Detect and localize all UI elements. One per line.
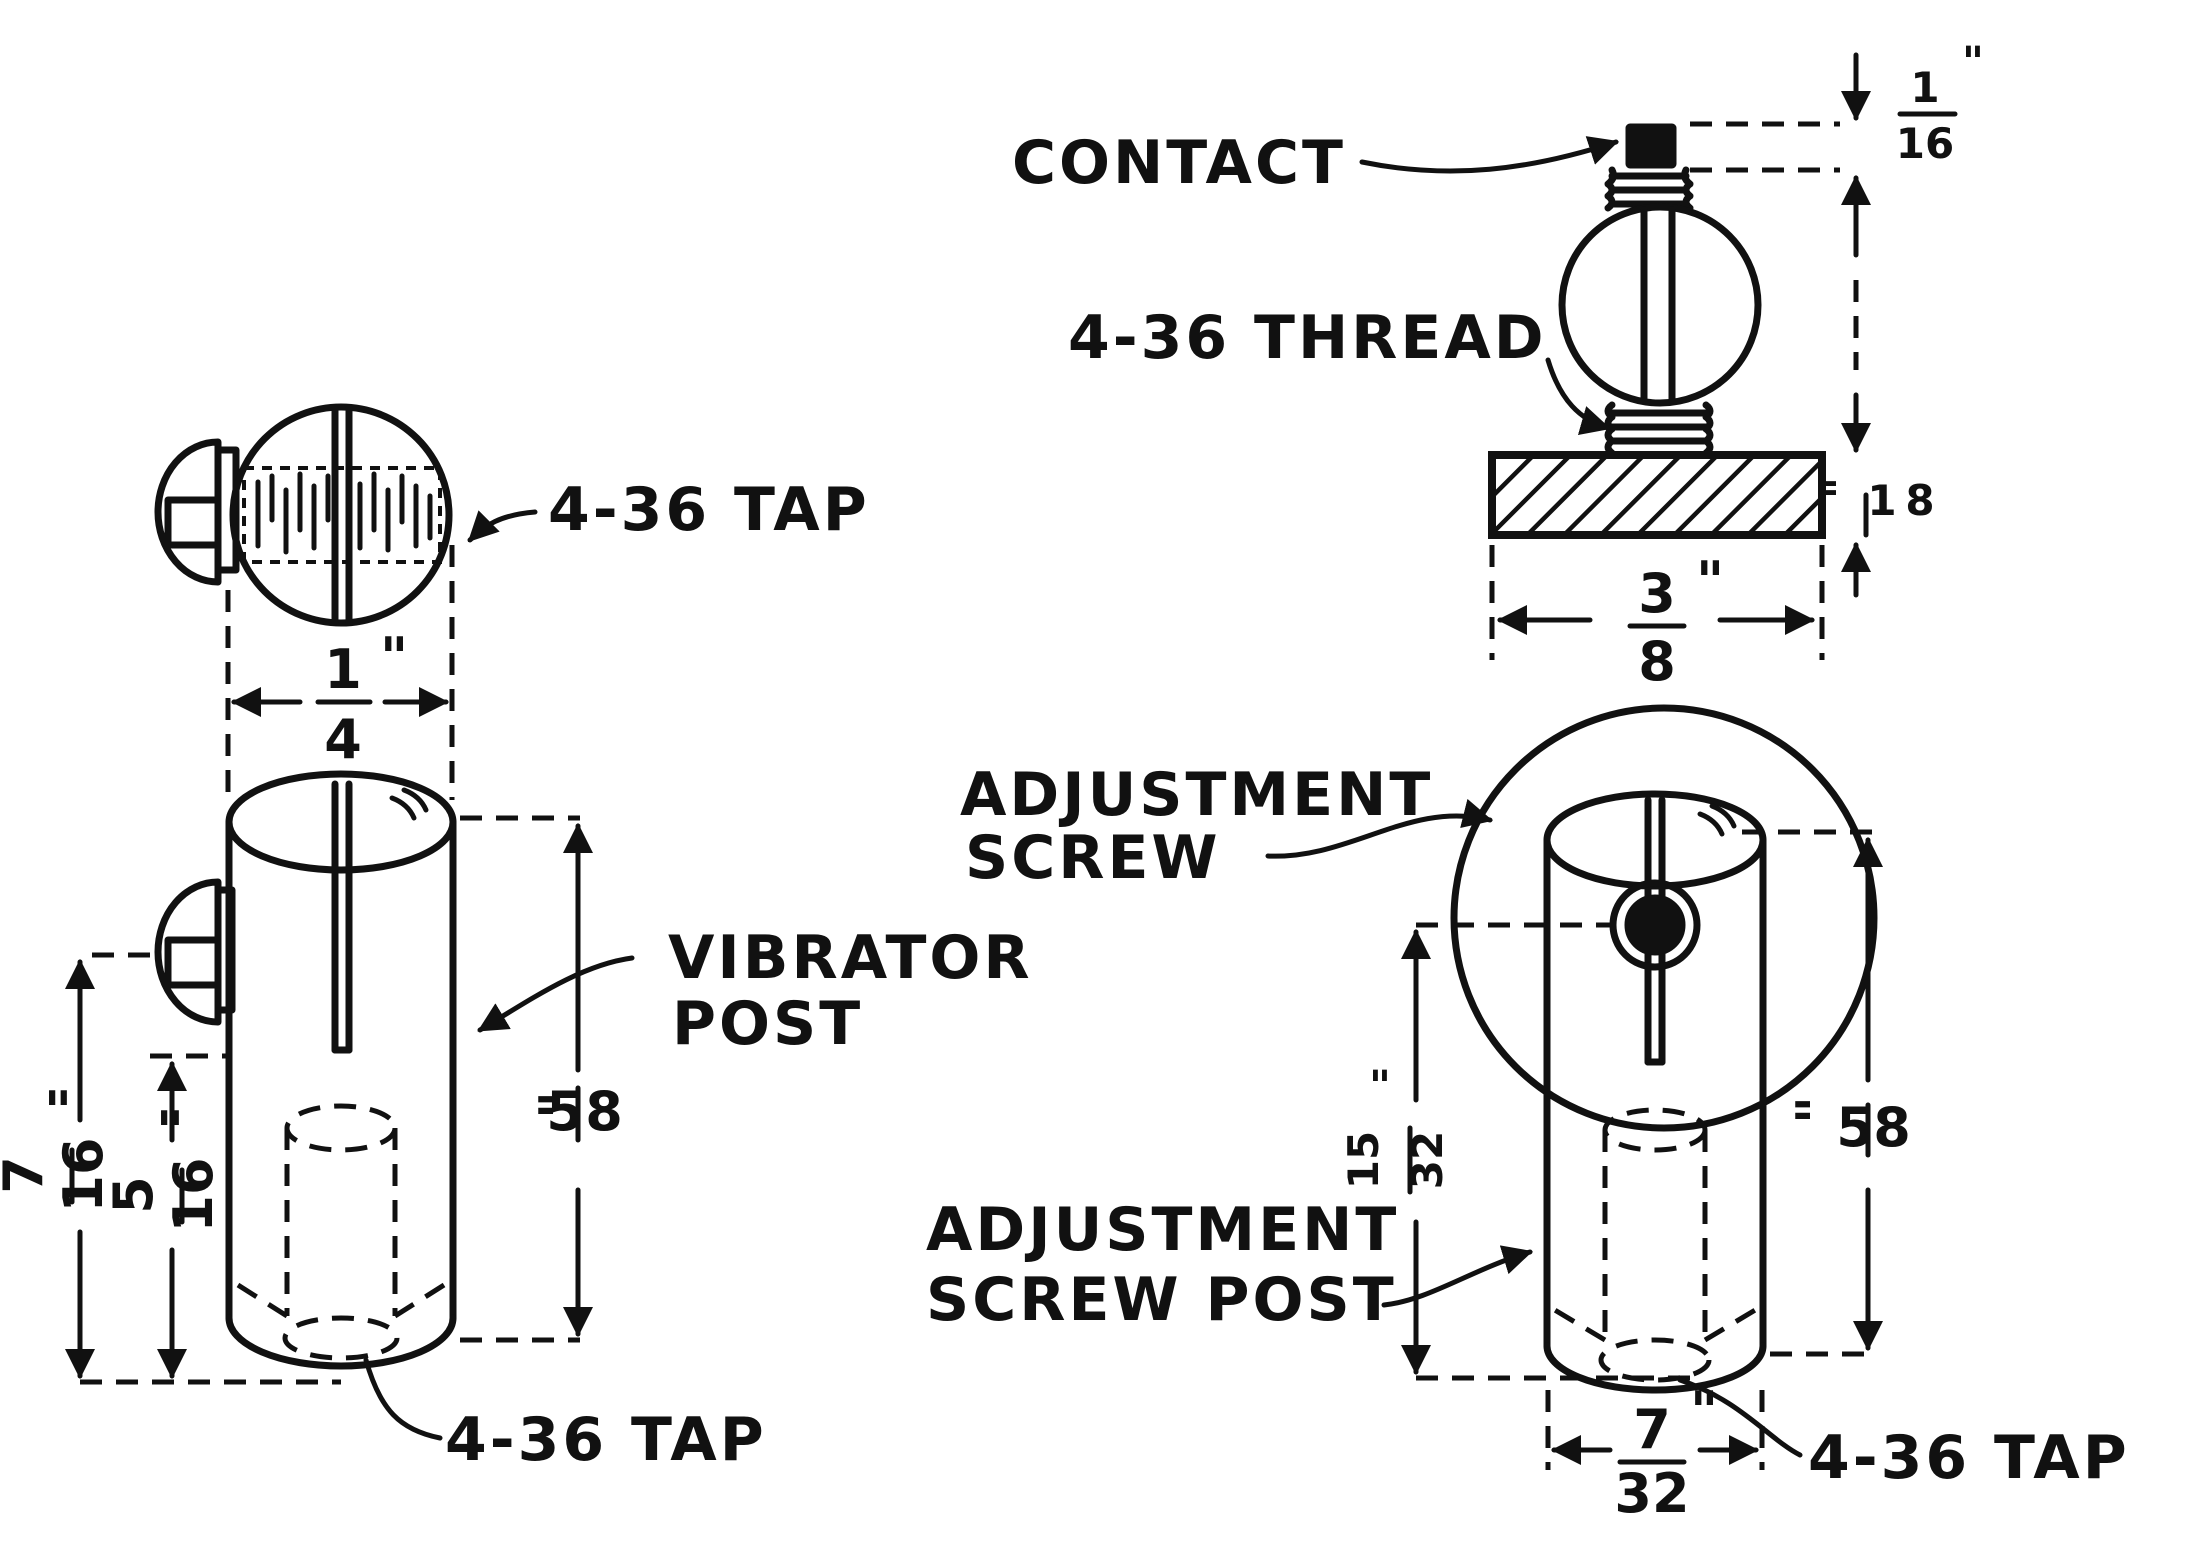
svg-text:8: 8 xyxy=(585,1080,623,1143)
contact-height-dim: 1 16 " xyxy=(1896,37,1984,168)
contact-detail: 1 16 " " 1 8 3 8 " CONTACT 4-36 THREAD xyxy=(1012,37,1984,693)
bar-thickness-dim: " 1 8 xyxy=(1816,476,1935,538)
svg-text:32: 32 xyxy=(1614,1462,1689,1525)
svg-text:16: 16 xyxy=(162,1157,225,1232)
tapped-hole-pattern xyxy=(242,466,442,564)
svg-text:": " xyxy=(1816,477,1865,499)
hatched-bar xyxy=(1488,451,1826,539)
adj-post-height-dim: " 5 8 xyxy=(1785,1096,1911,1159)
svg-text:": " xyxy=(156,1100,184,1163)
vibrator-post-label-2: POST xyxy=(672,989,863,1059)
svg-text:8: 8 xyxy=(1905,476,1934,525)
tap-top-left-label: 4-36 TAP xyxy=(548,475,870,545)
svg-text:8: 8 xyxy=(1873,1096,1911,1159)
svg-text:15: 15 xyxy=(1339,1131,1388,1189)
svg-text:7: 7 xyxy=(0,1156,55,1194)
adjustment-screw-post xyxy=(1450,704,1878,1394)
svg-text:7: 7 xyxy=(1633,1398,1671,1461)
vibrator-height-dim: " 5 8 xyxy=(528,1080,623,1143)
thread-label: 4-36 THREAD xyxy=(1068,303,1547,373)
svg-text:32: 32 xyxy=(1403,1131,1452,1189)
vibrator-post-front-view xyxy=(154,770,457,1370)
svg-text:": " xyxy=(1369,1061,1391,1110)
svg-text:16: 16 xyxy=(1896,119,1954,168)
vibrator-slot-height-dim: 5 16 " xyxy=(102,1100,225,1233)
adjustment-screw-post-label-2: SCREW POST xyxy=(926,1265,1397,1335)
vibrator-diameter-dim: 1 4 " xyxy=(315,626,408,771)
contact-tip xyxy=(1625,123,1677,169)
adjustment-screw-end xyxy=(1624,894,1686,956)
tap-bottom-left-label: 4-36 TAP xyxy=(445,1405,767,1475)
svg-text:8: 8 xyxy=(1638,630,1676,693)
adjustment-screw-label-1: ADJUSTMENT xyxy=(960,760,1433,830)
lower-thread xyxy=(1604,401,1714,459)
upper-thread xyxy=(1604,166,1694,212)
vibrator-post-label-1: VIBRATOR xyxy=(668,923,1033,993)
svg-text:1: 1 xyxy=(1910,63,1939,112)
screw-head-top xyxy=(154,438,222,586)
svg-text:4: 4 xyxy=(324,708,362,771)
svg-text:": " xyxy=(44,1080,72,1143)
adj-screw-height-dim: 15 32 " xyxy=(1339,1061,1452,1195)
contact-ball xyxy=(1558,203,1762,407)
svg-text:1: 1 xyxy=(324,638,362,701)
svg-text:1: 1 xyxy=(1867,476,1896,525)
adjustment-screw-post-label-1: ADJUSTMENT xyxy=(926,1195,1399,1265)
vibrator-post-top-view xyxy=(154,403,453,627)
svg-text:": " xyxy=(380,626,408,689)
svg-text:5: 5 xyxy=(102,1176,165,1214)
vibrator-screw-height-dim: 7 16 " xyxy=(0,1080,115,1213)
svg-text:": " xyxy=(1696,550,1724,613)
adjustment-disc xyxy=(1450,704,1878,1132)
svg-text:": " xyxy=(1962,37,1984,86)
screw-head-side xyxy=(154,878,222,1026)
contact-label: CONTACT xyxy=(1012,128,1346,198)
adjustment-screw-label-2: SCREW xyxy=(965,823,1221,893)
svg-text:3: 3 xyxy=(1638,562,1676,625)
bar-width-dim: 3 8 " xyxy=(1627,550,1724,693)
svg-text:": " xyxy=(1785,1096,1848,1124)
tap-bottom-right-label: 4-36 TAP xyxy=(1808,1423,2130,1493)
svg-text:16: 16 xyxy=(52,1137,115,1212)
